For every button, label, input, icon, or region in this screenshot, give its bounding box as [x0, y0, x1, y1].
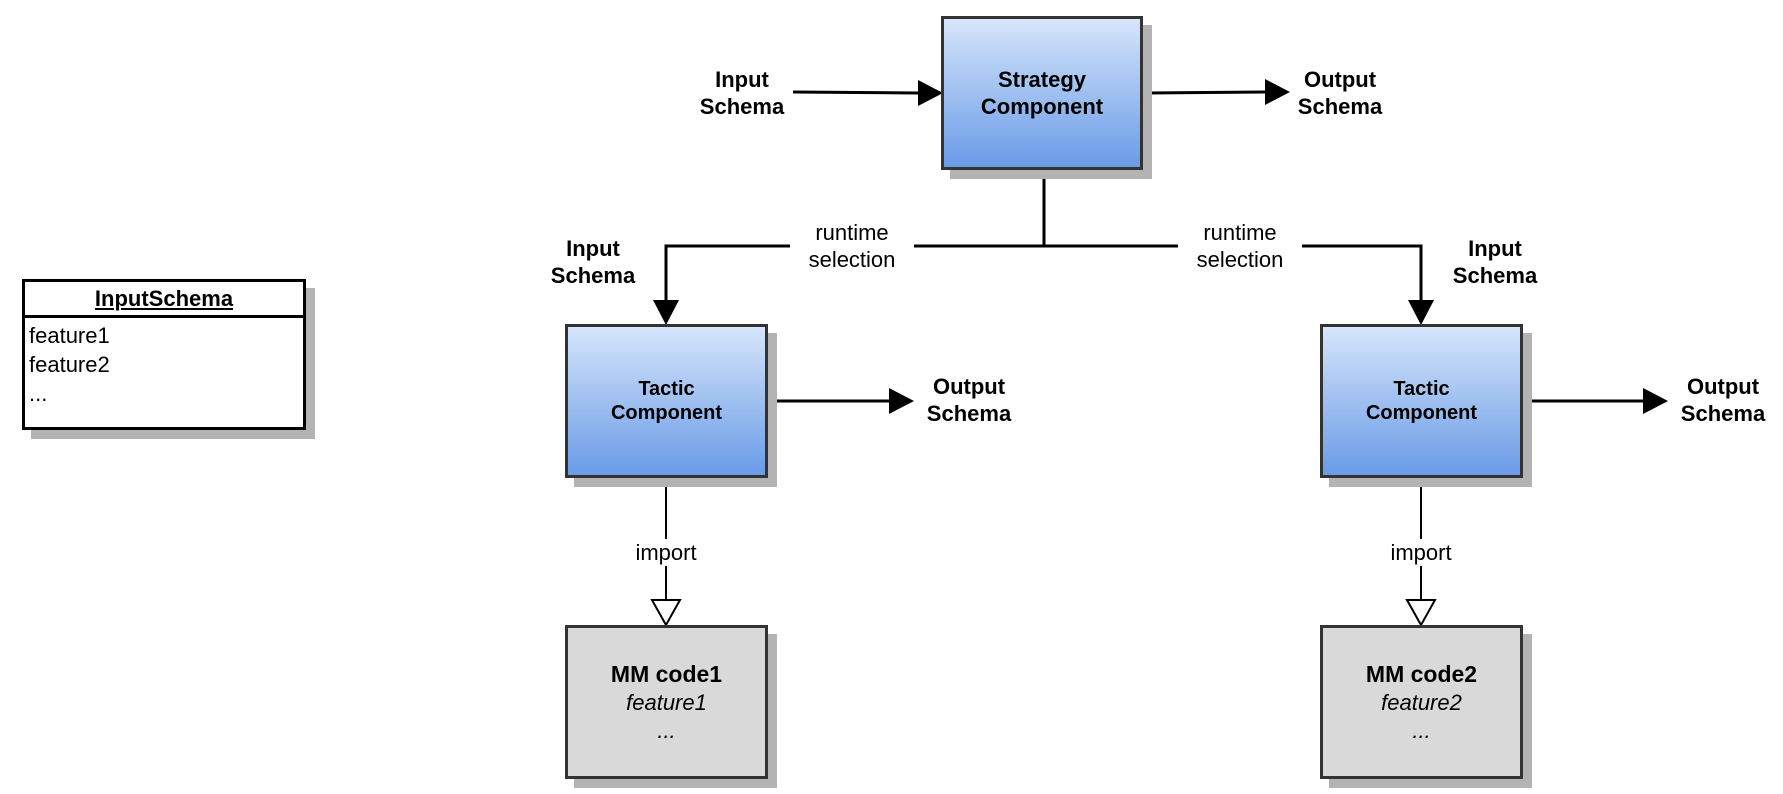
mm-code2-box: MM code2 feature2 ...: [1320, 625, 1523, 779]
right-tactic-line1: Tactic: [1393, 378, 1450, 400]
left-tactic-input-line1: Input: [566, 236, 620, 261]
right-tactic-output-line1: Output: [1686, 374, 1760, 399]
right-tactic-input-line1: Input: [1468, 236, 1522, 261]
left-tactic-input-label: Input Schema: [533, 235, 653, 289]
right-tactic-input-label: Input Schema: [1435, 235, 1555, 289]
input-schema-class-title: InputSchema: [25, 282, 303, 318]
left-tactic-component: Tactic Component: [565, 324, 768, 478]
right-tactic-input-line2: Schema: [1452, 263, 1538, 288]
strategy-output-label-line1: Output: [1303, 67, 1377, 92]
strategy-output-arrowhead: [1265, 79, 1290, 105]
right-tactic-output-label: Output Schema: [1663, 373, 1783, 427]
mm-code2-title: MM code2: [1365, 660, 1478, 687]
strategy-component: Strategy Component: [941, 16, 1143, 170]
left-import-label: import: [618, 539, 714, 566]
mm-code1-box: MM code1 feature1 ...: [565, 625, 768, 779]
strategy-input-label: Input Schema: [682, 66, 802, 120]
left-tactic-output-line1: Output: [932, 374, 1006, 399]
right-runtime-selection-label: runtime selection: [1178, 219, 1302, 273]
strategy-input-arrow-line: [792, 90, 919, 95]
strategy-input-label-line1: Input: [715, 67, 769, 92]
left-tactic-output-line2: Schema: [926, 401, 1012, 426]
input-schema-class-box: InputSchema feature1 feature2 ...: [22, 279, 306, 430]
strategy-output-label-line2: Schema: [1297, 94, 1383, 119]
mm-code1-more: ...: [657, 717, 676, 743]
left-tactic-line1: Tactic: [638, 378, 695, 400]
input-schema-attribute: feature2: [29, 352, 110, 377]
left-tactic-input-line2: Schema: [550, 263, 636, 288]
strategy-component-line1: Strategy: [997, 67, 1087, 92]
right-import-label: import: [1373, 539, 1469, 566]
left-selection-arrowhead: [653, 300, 679, 325]
right-selection-line: [1044, 244, 1423, 300]
strategy-component-line2: Component: [980, 94, 1104, 119]
strategy-output-label: Output Schema: [1280, 66, 1400, 120]
right-tactic-component: Tactic Component: [1320, 324, 1523, 478]
right-import-arrowhead: [1405, 599, 1437, 628]
right-selection-arrowhead: [1408, 300, 1434, 325]
input-schema-attribute: feature1: [29, 323, 110, 348]
strategy-input-label-line2: Schema: [699, 94, 785, 119]
left-runtime-selection-label: runtime selection: [790, 219, 914, 273]
left-import-arrowhead: [650, 599, 682, 628]
mm-code1-feature: feature1: [626, 689, 707, 715]
left-tactic-output-arrowhead: [889, 388, 914, 414]
mm-code1-title: MM code1: [610, 660, 723, 687]
left-selection-line: [664, 244, 1044, 300]
left-runtime-selection-line1: runtime: [815, 220, 889, 245]
input-schema-attribute: ...: [29, 381, 48, 406]
left-tactic-line2: Component: [610, 402, 723, 424]
right-tactic-output-line2: Schema: [1680, 401, 1766, 426]
left-runtime-selection-line2: selection: [808, 247, 896, 272]
right-tactic-line2: Component: [1365, 402, 1478, 424]
left-tactic-output-label: Output Schema: [909, 373, 1029, 427]
right-runtime-selection-line1: runtime: [1203, 220, 1277, 245]
strategy-output-arrow-line: [1146, 90, 1266, 95]
strategy-input-arrowhead: [918, 80, 943, 106]
right-runtime-selection-line2: selection: [1196, 247, 1284, 272]
mm-code2-feature: feature2: [1381, 689, 1462, 715]
right-tactic-output-arrowhead: [1643, 388, 1668, 414]
mm-code2-more: ...: [1412, 717, 1431, 743]
